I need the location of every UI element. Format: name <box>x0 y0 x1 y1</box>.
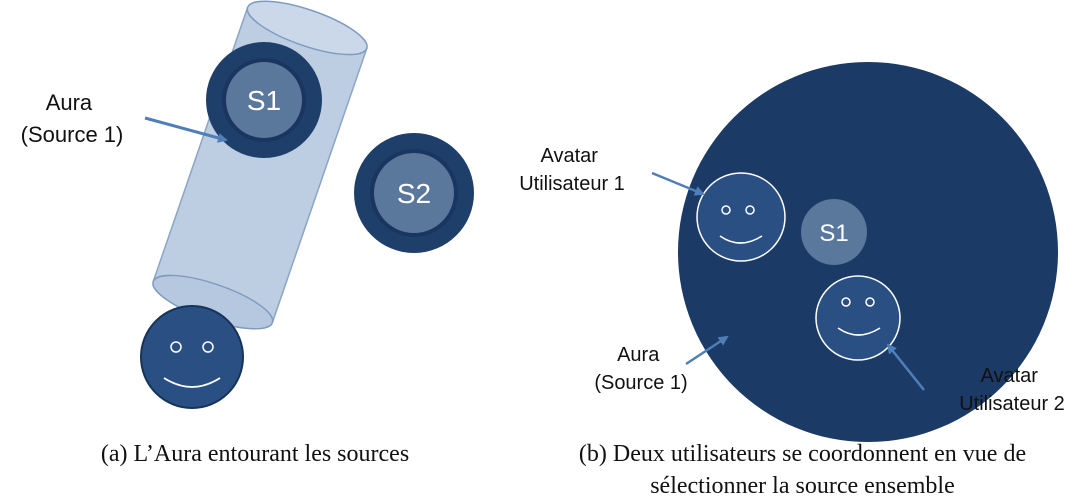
avatar-1-arrow <box>651 171 705 196</box>
source-2-label: S2 <box>397 178 431 209</box>
avatar-1-label: Avatar Utilisateur 1 <box>519 145 625 195</box>
caption-a: (a) L’Aura entourant les sources <box>100 441 410 467</box>
avatar-icon <box>140 305 244 409</box>
panel-b: S1 Avatar Utilisateur 1 Aura (Source 1) <box>519 62 1065 442</box>
avatar-2-icon <box>815 275 901 361</box>
caption-b: (b) Deux utilisateurs se coordonnent en … <box>530 438 1075 502</box>
aura-label-a: Aura (Source 1) <box>21 90 124 147</box>
source-1-node-b: S1 <box>801 199 867 265</box>
panel-a: S1 S2 Aura (Source 1) <box>21 0 474 409</box>
source-1-label-b: S1 <box>819 220 848 247</box>
avatar-2-arrow <box>886 343 925 391</box>
source-1-node: S1 <box>206 42 322 158</box>
aura-arrow-b <box>685 335 729 366</box>
source-2-node: S2 <box>354 133 474 253</box>
caption-b-line-2: sélectionner la source ensemble <box>650 473 955 499</box>
caption-b-line-1: (b) Deux utilisateurs se coordonnent en … <box>578 441 1027 467</box>
aura-arrow-a <box>144 116 228 143</box>
aura-disk <box>678 62 1058 442</box>
avatar-1-icon <box>696 172 786 262</box>
aura-label-b: Aura (Source 1) <box>594 344 687 394</box>
source-1-label: S1 <box>247 85 281 116</box>
avatar-2-label: Avatar Utilisateur 2 <box>959 365 1065 415</box>
